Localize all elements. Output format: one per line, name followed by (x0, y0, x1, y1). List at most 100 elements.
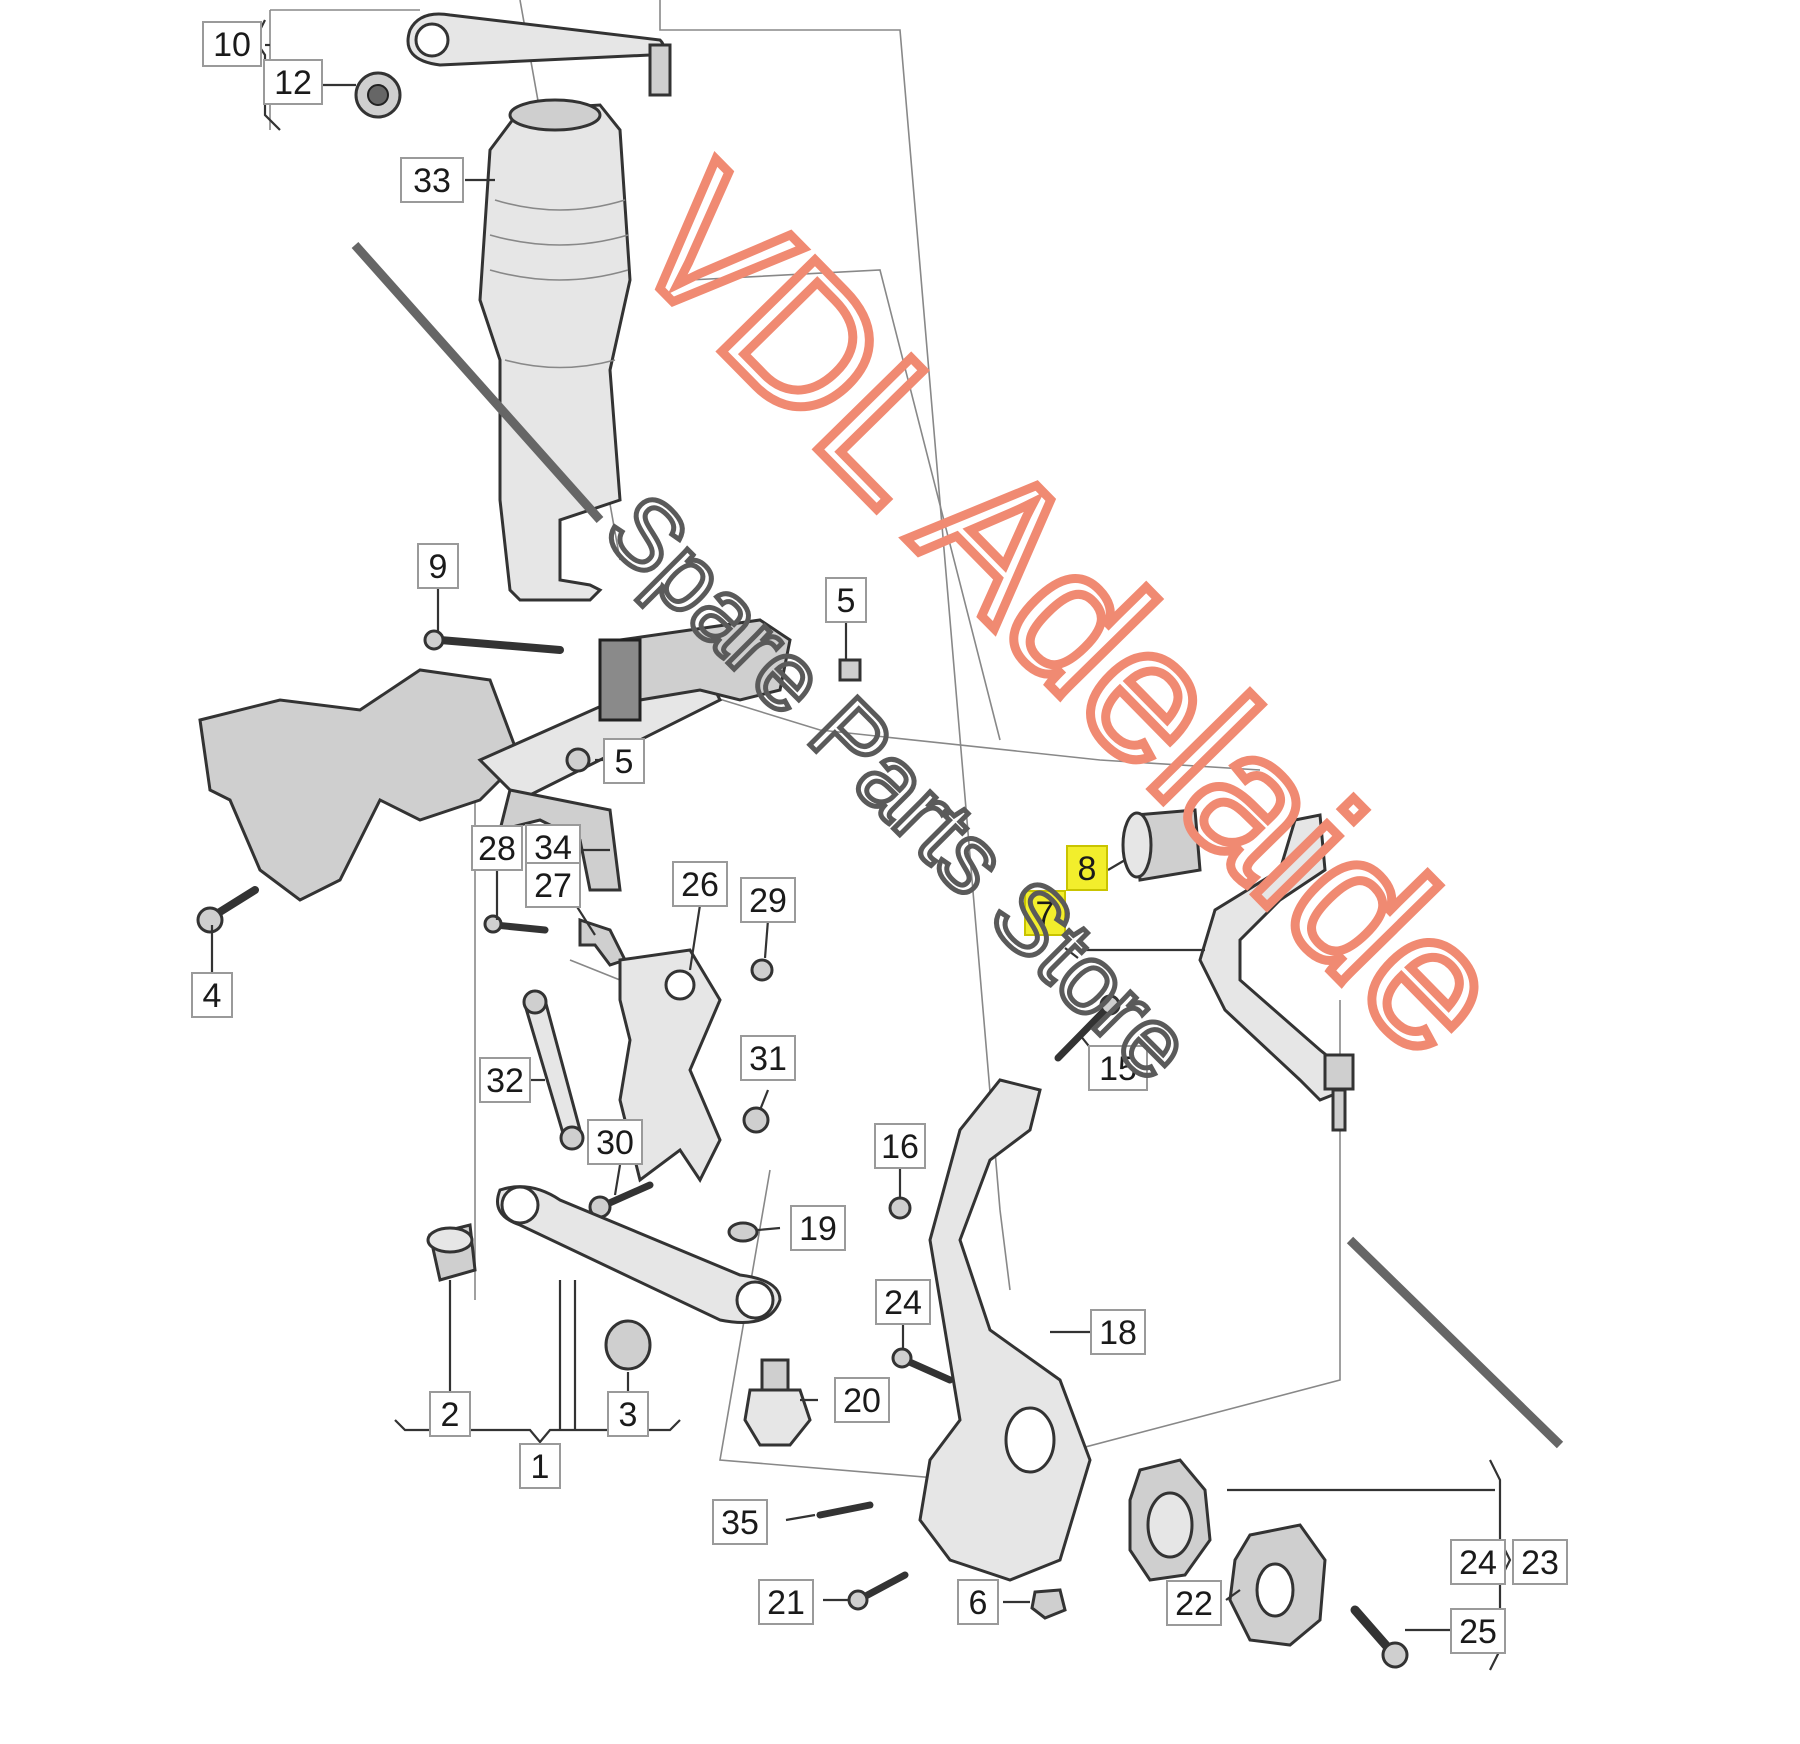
callout-box (263, 59, 323, 105)
callout-23: 23 (1512, 1539, 1568, 1585)
part-bolt-21 (847, 1571, 909, 1611)
part-carrier-26 (618, 948, 722, 1183)
callout-24a: 24 (875, 1279, 931, 1325)
callout-box (202, 21, 262, 67)
leader-lines (210, 19, 1512, 1671)
part-bolt-28 (483, 914, 549, 934)
callout-box (740, 1035, 796, 1081)
callout-33: 33 (400, 157, 464, 203)
callout-number: 23 (1521, 1544, 1559, 1582)
callout-box (519, 1443, 561, 1489)
callout-number: 31 (749, 1040, 787, 1078)
callout-number: 12 (274, 64, 312, 102)
callout-number: 2 (441, 1396, 460, 1434)
callout-number: 25 (1459, 1613, 1497, 1651)
part-nut-31 (742, 1106, 770, 1134)
callout-20: 20 (834, 1377, 890, 1423)
callout-26: 26 (672, 861, 728, 907)
part-air-strut-33 (478, 98, 632, 602)
callout-box (607, 1391, 649, 1437)
callout-number: 34 (534, 829, 572, 867)
callout-number: 33 (413, 162, 451, 200)
part-nut-16 (888, 1196, 912, 1220)
callout-box (587, 1119, 643, 1165)
callout-number: 4 (203, 977, 222, 1015)
part-bolt-30 (588, 1181, 654, 1219)
part-nut-6 (1030, 1588, 1067, 1620)
assembly-guide-lines (269, 0, 1341, 1481)
callout-7: 7 (1024, 890, 1066, 936)
callout-box (191, 972, 233, 1018)
part-nut-5-upper (838, 658, 862, 682)
callout-box (875, 1279, 931, 1325)
callout-1: 1 (519, 1443, 561, 1489)
part-subframe (198, 618, 792, 902)
callout-box (429, 1391, 471, 1437)
callout-box (834, 1377, 890, 1423)
callout-number: 21 (767, 1584, 805, 1622)
callout-number: 10 (213, 26, 251, 64)
part-bolt-15 (1054, 994, 1121, 1062)
callout-number: 24 (884, 1284, 922, 1322)
callout-12: 12 (263, 59, 323, 105)
part-nut-5-lower (565, 747, 591, 773)
part-bolt-35 (816, 1501, 874, 1519)
callout-15: 15 (1088, 1045, 1148, 1091)
callout-number: 26 (681, 866, 719, 904)
callout-box (825, 577, 867, 623)
callout-35: 35 (712, 1499, 768, 1545)
part-bolt-4 (196, 886, 259, 934)
callout-number: 5 (615, 743, 634, 781)
callout-number: 24 (1459, 1544, 1497, 1582)
callout-number: 1 (531, 1448, 550, 1486)
callout-box (1066, 845, 1108, 891)
callout-5a: 5 (825, 577, 867, 623)
part-knuckle-18 (918, 1078, 1092, 1582)
callout-number: 16 (881, 1128, 919, 1166)
callout-box (603, 738, 645, 784)
part-bushing-8 (1121, 808, 1202, 882)
callout-box (672, 861, 728, 907)
part-clip-27 (578, 917, 628, 967)
callout-32: 32 (479, 1057, 531, 1103)
callout-number: 35 (721, 1504, 759, 1542)
callout-number: 29 (749, 882, 787, 920)
callout-number: 18 (1099, 1314, 1137, 1352)
part-bolt-25 (1350, 1605, 1409, 1669)
part-nut-29 (750, 958, 774, 982)
callout-18: 18 (1090, 1309, 1146, 1355)
part-lower-arm-1 (496, 1185, 782, 1324)
callout-number: 15 (1099, 1050, 1137, 1088)
callout-box (790, 1205, 846, 1251)
part-bushing-3 (604, 1319, 652, 1371)
callout-box (417, 543, 459, 589)
callout-19: 19 (790, 1205, 846, 1251)
part-hub-bearing-22 (1128, 1458, 1212, 1582)
callout-number: 9 (429, 548, 448, 586)
callout-4: 4 (191, 972, 233, 1018)
callout-box (400, 157, 464, 203)
callout-16: 16 (874, 1123, 926, 1169)
callout-box (712, 1499, 768, 1545)
callout-box (957, 1579, 999, 1625)
callout-2: 2 (429, 1391, 471, 1437)
callout-box (758, 1579, 814, 1625)
part-bushing-2 (426, 1223, 477, 1282)
callout-box (525, 862, 581, 908)
callout-27: 27 (525, 862, 581, 908)
callout-9: 9 (417, 543, 459, 589)
callout-box (1512, 1539, 1568, 1585)
callout-number: 8 (1078, 850, 1097, 888)
callout-30: 30 (587, 1119, 643, 1165)
callout-number: 7 (1036, 895, 1055, 933)
callout-number: 6 (969, 1584, 988, 1622)
part-bushing-12 (354, 71, 402, 119)
callout-25: 25 (1450, 1608, 1506, 1654)
callout-box (740, 877, 796, 923)
callout-8: 8 (1066, 845, 1108, 891)
callout-22: 22 (1166, 1580, 1222, 1626)
part-balljoint-20 (743, 1358, 812, 1447)
callout-box (1166, 1580, 1222, 1626)
callout-number: 30 (596, 1124, 634, 1162)
callout-31: 31 (740, 1035, 796, 1081)
